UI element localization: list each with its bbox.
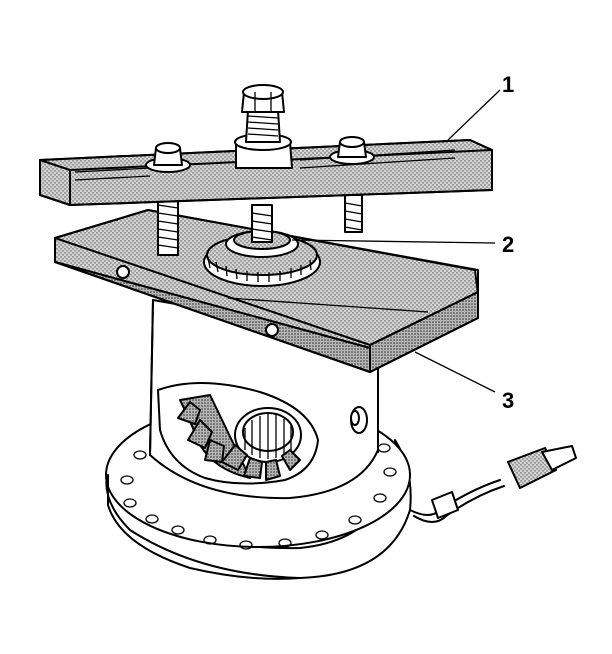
callout-3: 3 [502, 388, 514, 413]
callout-1: 1 [502, 72, 514, 97]
callout-2: 2 [502, 232, 514, 257]
bar-nuts [145, 136, 375, 173]
bearing-ring [203, 230, 321, 287]
leader-lines [291, 89, 501, 393]
puller-studs [157, 194, 363, 256]
flange-bolt-holes [120, 443, 397, 550]
side-gear [177, 401, 302, 481]
forcing-screw [234, 84, 293, 169]
sensor-wire [409, 445, 577, 523]
